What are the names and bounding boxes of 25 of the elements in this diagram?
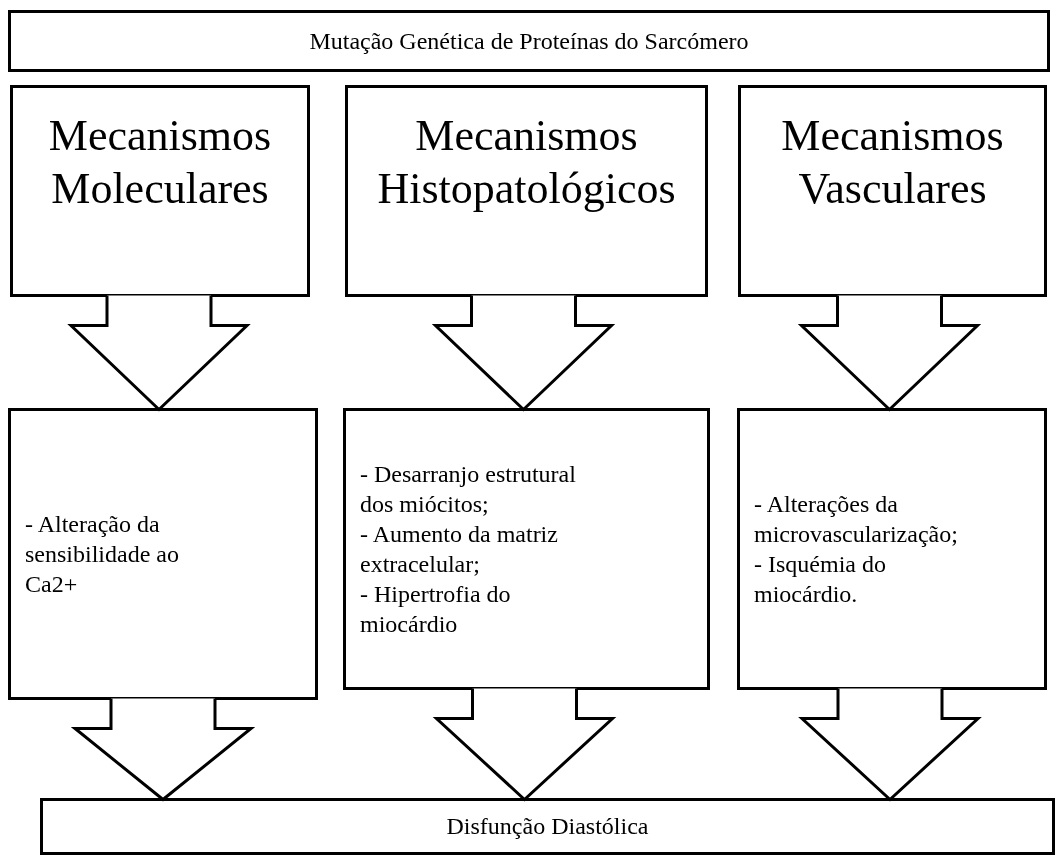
body-text: - Desarranjo estrutural dos miócitos;: [360, 460, 577, 519]
heading-text: Mecanismos Moleculares: [47, 110, 273, 215]
heading-text: Mecanismos Histopatológicos: [376, 110, 677, 215]
body-text: - Alterações da microvascularização;: [754, 490, 959, 549]
arrow-callout-box: [345, 85, 708, 297]
body-text: - Isquémia do miocárdio.: [754, 550, 887, 609]
heading-text: Mecanismos Vasculares: [780, 110, 1005, 215]
body-text: - Aumento da matriz extracelular;: [360, 520, 559, 579]
block-arrow: [797, 294, 982, 412]
arrow-callout-box: [10, 85, 310, 297]
block-arrow: [431, 294, 616, 412]
process-box: [8, 408, 318, 700]
arrow-callout-box: [738, 85, 1047, 297]
process-box: [343, 408, 710, 690]
body-text: Disfunção Diastólica: [446, 812, 649, 841]
process-box: [40, 798, 1055, 855]
body-text: Mutação Genética de Proteínas do Sarcómero: [309, 26, 749, 56]
block-arrow: [67, 294, 251, 412]
body-text: - Hipertrofia do miocárdio: [360, 580, 512, 639]
block-arrow: [70, 697, 256, 802]
process-box: [8, 10, 1050, 72]
process-box: [737, 408, 1047, 690]
block-arrow: [432, 687, 617, 802]
body-text: - Alteração da sensibilidade ao Ca2+: [25, 510, 180, 599]
block-arrow: [798, 687, 982, 802]
